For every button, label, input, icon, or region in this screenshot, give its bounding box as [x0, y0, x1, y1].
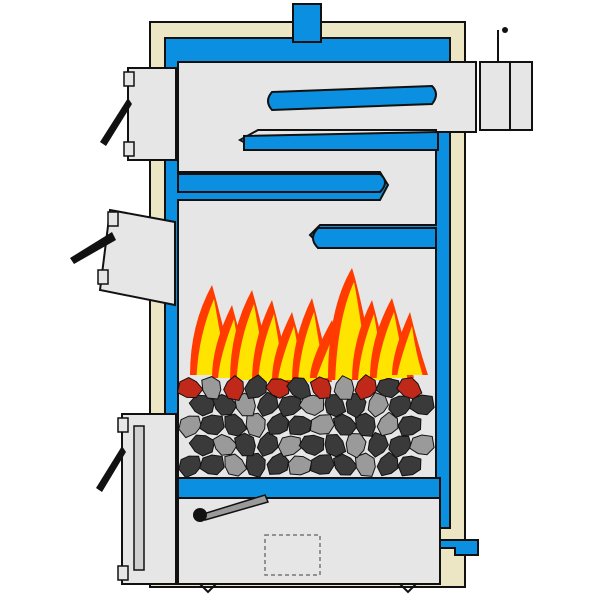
loading-door	[70, 208, 176, 307]
door-handle-icon	[100, 98, 132, 146]
heat-exchanger-baffle-3	[177, 173, 386, 193]
coal-lump	[309, 414, 335, 435]
coal-lump	[234, 432, 256, 457]
coal-lump	[324, 433, 347, 458]
draft-regulator	[479, 61, 533, 131]
coal-lump	[277, 435, 302, 458]
coal-lump	[397, 455, 422, 477]
coal-lump	[354, 412, 376, 437]
coal-lump	[266, 411, 290, 435]
draft-regulator-knob	[502, 27, 508, 33]
coal-lump	[176, 377, 204, 399]
hinge-icon	[123, 141, 135, 157]
door-handle-icon	[96, 446, 126, 492]
coal-lump	[309, 454, 335, 475]
flames	[190, 268, 428, 382]
grate-lever-pivot	[193, 508, 207, 522]
coal-lump	[287, 455, 313, 476]
coal-lump	[256, 391, 279, 417]
coal-lump	[223, 375, 245, 401]
heat-exchanger-baffle-2	[243, 130, 439, 151]
hinge-icon	[117, 417, 129, 433]
hinge-icon	[117, 565, 129, 581]
coal-lump	[245, 452, 266, 478]
ash-pan-outline	[264, 534, 321, 576]
coal-lump	[354, 374, 378, 401]
coal-lump	[199, 454, 225, 476]
coal-lump	[345, 432, 367, 459]
coal-lump	[199, 414, 225, 436]
coal-lump	[409, 434, 435, 456]
hinge-icon	[97, 269, 109, 285]
coal-lump	[245, 412, 266, 438]
coal-lump	[178, 415, 202, 439]
flue-outlet	[292, 3, 322, 43]
upper-cleaning-door	[100, 67, 177, 161]
boiler-foot-left	[199, 583, 217, 594]
coal-lump	[201, 376, 222, 400]
hinge-icon	[123, 71, 135, 87]
heat-exchanger-baffle-4	[312, 227, 437, 249]
coal-lump	[244, 374, 267, 399]
coal-lump	[309, 376, 332, 400]
coal-lump	[298, 434, 325, 457]
ash-door	[96, 413, 177, 585]
flame-core	[397, 326, 423, 375]
coal-bed	[176, 374, 435, 479]
coal-lump	[409, 394, 435, 416]
coal-lump	[375, 377, 400, 399]
door-handle-icon	[70, 232, 116, 264]
coal-lump	[265, 378, 291, 399]
coal-lump	[212, 433, 238, 456]
coal-lump	[333, 375, 355, 400]
coal-lump	[256, 431, 279, 457]
coal-lump	[332, 453, 358, 476]
coal-lump	[224, 413, 248, 437]
coal-lump	[266, 451, 290, 475]
coal-lump	[388, 435, 412, 459]
coal-lump	[286, 377, 312, 400]
coal-lump	[332, 413, 358, 436]
heat-exchanger-baffle-1	[267, 84, 437, 112]
grate	[177, 477, 441, 499]
coal-lump	[396, 377, 423, 400]
coal-lump	[354, 452, 376, 477]
coal-lump	[224, 453, 248, 477]
coal-lump	[324, 393, 347, 418]
coal-lump	[178, 455, 202, 479]
coal-lump	[287, 415, 313, 436]
hinge-icon	[107, 211, 119, 227]
boiler-foot-right	[399, 583, 417, 594]
coal-lump	[397, 415, 422, 437]
